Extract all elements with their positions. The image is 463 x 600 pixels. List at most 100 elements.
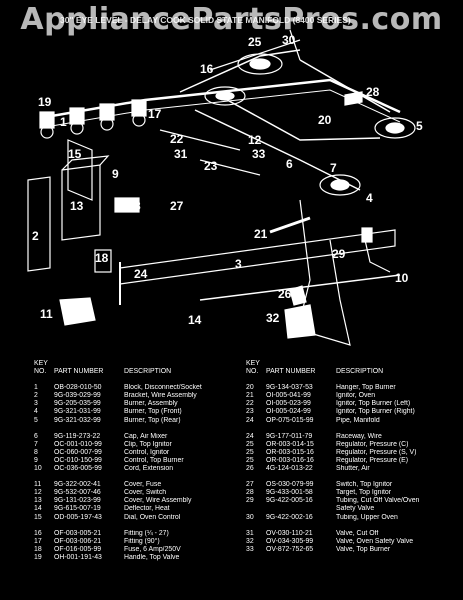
callout: 31 (174, 147, 188, 161)
part-description: Cover, Wire Assembly (124, 497, 192, 505)
part-description: Valve, Cut Off (336, 529, 379, 537)
part-key: 24 (246, 432, 254, 440)
part-key: 3 (34, 400, 38, 408)
part-number: OP-075-015-99 (266, 416, 314, 424)
callout: 18 (95, 251, 109, 265)
part-description: Block, Disconnect/Socket (124, 384, 202, 392)
part-key: 6 (34, 432, 38, 440)
part-key: 21 (246, 392, 254, 400)
callout: 30 (282, 33, 296, 47)
part-number: OS-030-079-99 (266, 481, 314, 489)
callout: 23 (204, 159, 218, 173)
part-number: 9G-322-002-41 (54, 481, 101, 489)
part-description: Clip, Top Ignitor (124, 440, 172, 448)
part-description: Ignitor, Oven (336, 392, 376, 400)
part-key: 8 (34, 448, 38, 456)
part-number: OI-005-024-99 (266, 408, 311, 416)
part-description: Valve, Top Burner (336, 545, 391, 553)
part-number: OI-005-041-99 (266, 392, 311, 400)
part-description: Hanger, Top Burner (336, 384, 396, 392)
part-number: OI-005-023-99 (266, 400, 311, 408)
part-description: Control, Ignitor (124, 448, 170, 456)
table-row: 20 9G-134-037-53 Hanger, Top Burner (246, 384, 461, 392)
callout: 15 (68, 147, 82, 161)
part-number: 4G-124-013-22 (266, 465, 313, 473)
diagram-title: 30" EYE LEVEL - DELAY COOK SOLID STATE M… (60, 15, 351, 25)
table-row: 28 9G-433-001-58 Target, Top Ignitor (246, 489, 461, 497)
part-description: Ignitor, Top Burner (Left) (336, 400, 411, 408)
top-burners (204, 53, 416, 196)
callout: 26 (278, 287, 292, 301)
part-number: 9G-131-023-99 (54, 497, 101, 505)
callout: 27 (170, 199, 184, 213)
part-number: OC-060-007-99 (54, 448, 102, 456)
part-key: 12 (34, 489, 42, 497)
callout: 25 (248, 35, 262, 49)
part-key: 32 (246, 537, 254, 545)
part-key: 18 (34, 545, 42, 553)
part-number: 9G-433-001-58 (266, 489, 313, 497)
part-key: 15 (34, 513, 42, 521)
part-number: OR-003-016-16 (266, 456, 314, 464)
part-description: Cap, Air Mixer (124, 432, 168, 440)
part-number: 9G-039-029-99 (54, 392, 101, 400)
callout: 32 (266, 311, 280, 325)
header-no: NO. (246, 368, 259, 376)
callout: 29 (332, 247, 346, 261)
part-description: Burner, Assembly (124, 400, 178, 408)
part-description: Raceway, Wire (336, 432, 382, 440)
part-number: 9G-532-007-46 (54, 489, 101, 497)
callout: 2 (32, 229, 39, 243)
exploded-parts-diagram: 19 1 2 3 4 5 6 7 8 9 10 11 12 13 14 15 1… (27, 29, 423, 346)
part-key: 14 (34, 505, 42, 513)
part-description: Target, Top Ignitor (336, 489, 392, 497)
part-number: OV-034-305-99 (266, 537, 314, 545)
part-description: Dial, Oven Control (124, 513, 181, 521)
callout: 10 (395, 271, 409, 285)
part-key: 25 (246, 456, 254, 464)
part-description: Switch, Top Ignitor (336, 481, 393, 489)
part-description: Shutter, Air (336, 465, 370, 473)
callout: 6 (286, 157, 293, 171)
header-no: NO. (34, 368, 47, 376)
table-row: 1 OB-028-010-50 Block, Disconnect/Socket (34, 384, 239, 392)
part-number: OC-010-150-99 (54, 456, 102, 464)
callout: 4 (366, 191, 373, 205)
part-key: 20 (246, 384, 254, 392)
part-key: 31 (246, 529, 254, 537)
part-number: 9G-321-032-99 (54, 416, 101, 424)
table-header: KEY (34, 360, 239, 368)
part-key: 29 (246, 497, 254, 505)
part-number: OB-028-010-50 (54, 384, 102, 392)
part-key: 9 (34, 456, 38, 464)
part-number: OR-003-015-16 (266, 448, 314, 456)
part-key: 28 (246, 489, 254, 497)
part-key (246, 505, 266, 513)
part-key: 1 (34, 384, 38, 392)
part-number: OC-001-010-99 (54, 440, 102, 448)
header-part-number: PART NUMBER (54, 368, 104, 376)
part-description: Cover, Fuse (124, 481, 162, 489)
part-number: 9G-134-037-53 (266, 384, 313, 392)
part-key: 2 (34, 392, 38, 400)
part-key: 25 (246, 448, 254, 456)
part-number: OV-030-110-21 (266, 529, 313, 537)
table-header-row: NO. PART NUMBER DESCRIPTION (34, 368, 239, 376)
